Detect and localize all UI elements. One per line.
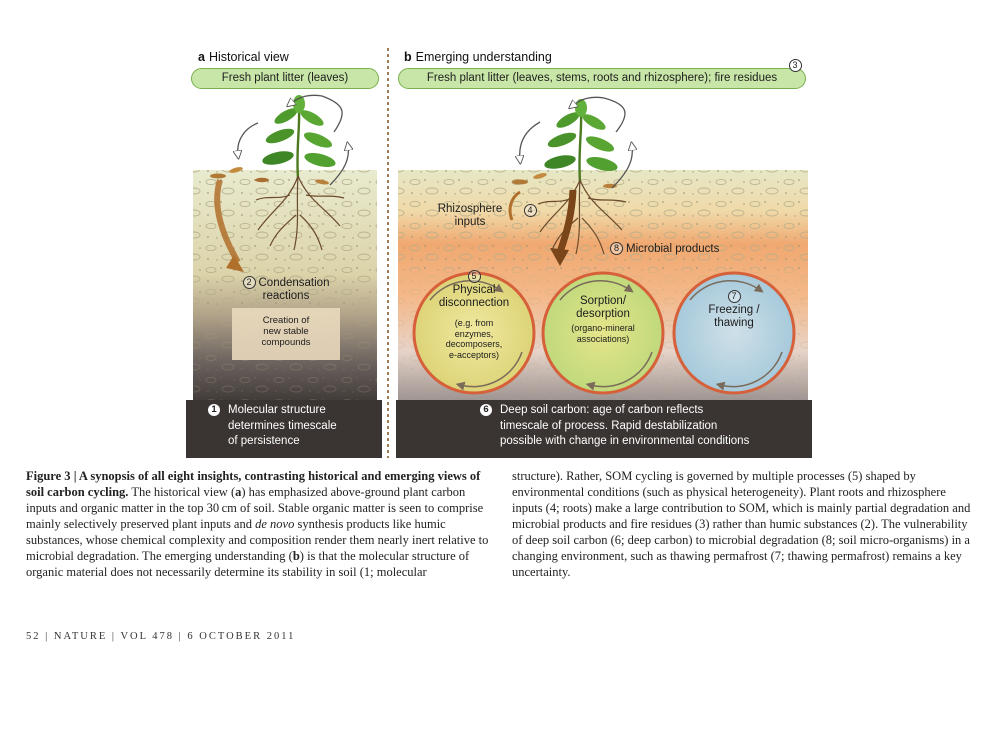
- pill-number-3: 3: [788, 59, 802, 73]
- panel-b-litter-pill: Fresh plant litter (leaves, stems, roots…: [398, 68, 806, 89]
- freezing-thawing-label: 7 Freezing /thawing: [708, 290, 760, 329]
- plant-illustration-a: [210, 94, 348, 272]
- caption-column-1: Figure 3 | A synopsis of all eight insig…: [26, 469, 489, 579]
- caption-column-2: structure). Rather, SOM cycling is gover…: [512, 469, 971, 579]
- figure-label: Figure 3: [26, 469, 71, 483]
- volume: VOL 478: [120, 631, 175, 642]
- figure-artwork: [186, 48, 812, 458]
- issue-date: 6 OCTOBER 2011: [187, 631, 296, 642]
- footer-band-b: [396, 400, 812, 458]
- rhizosphere-number: 4: [522, 204, 538, 218]
- caption-title: A synopsis of all eight insights, contra…: [26, 469, 481, 499]
- stable-compounds-box: [232, 308, 340, 360]
- plant-illustration-b: [508, 96, 632, 266]
- process-circle-7: [672, 271, 796, 395]
- panel-a-litter-pill: Fresh plant litter (leaves): [191, 68, 379, 89]
- sorption-label: Sorption/desorption: [576, 295, 630, 320]
- page-number: 52: [26, 631, 41, 642]
- process-circle-sorption: [541, 271, 665, 395]
- journal-name: NATURE: [53, 631, 108, 642]
- page-folio: 52 | NATURE | VOL 478 | 6 OCTOBER 2011: [26, 631, 296, 642]
